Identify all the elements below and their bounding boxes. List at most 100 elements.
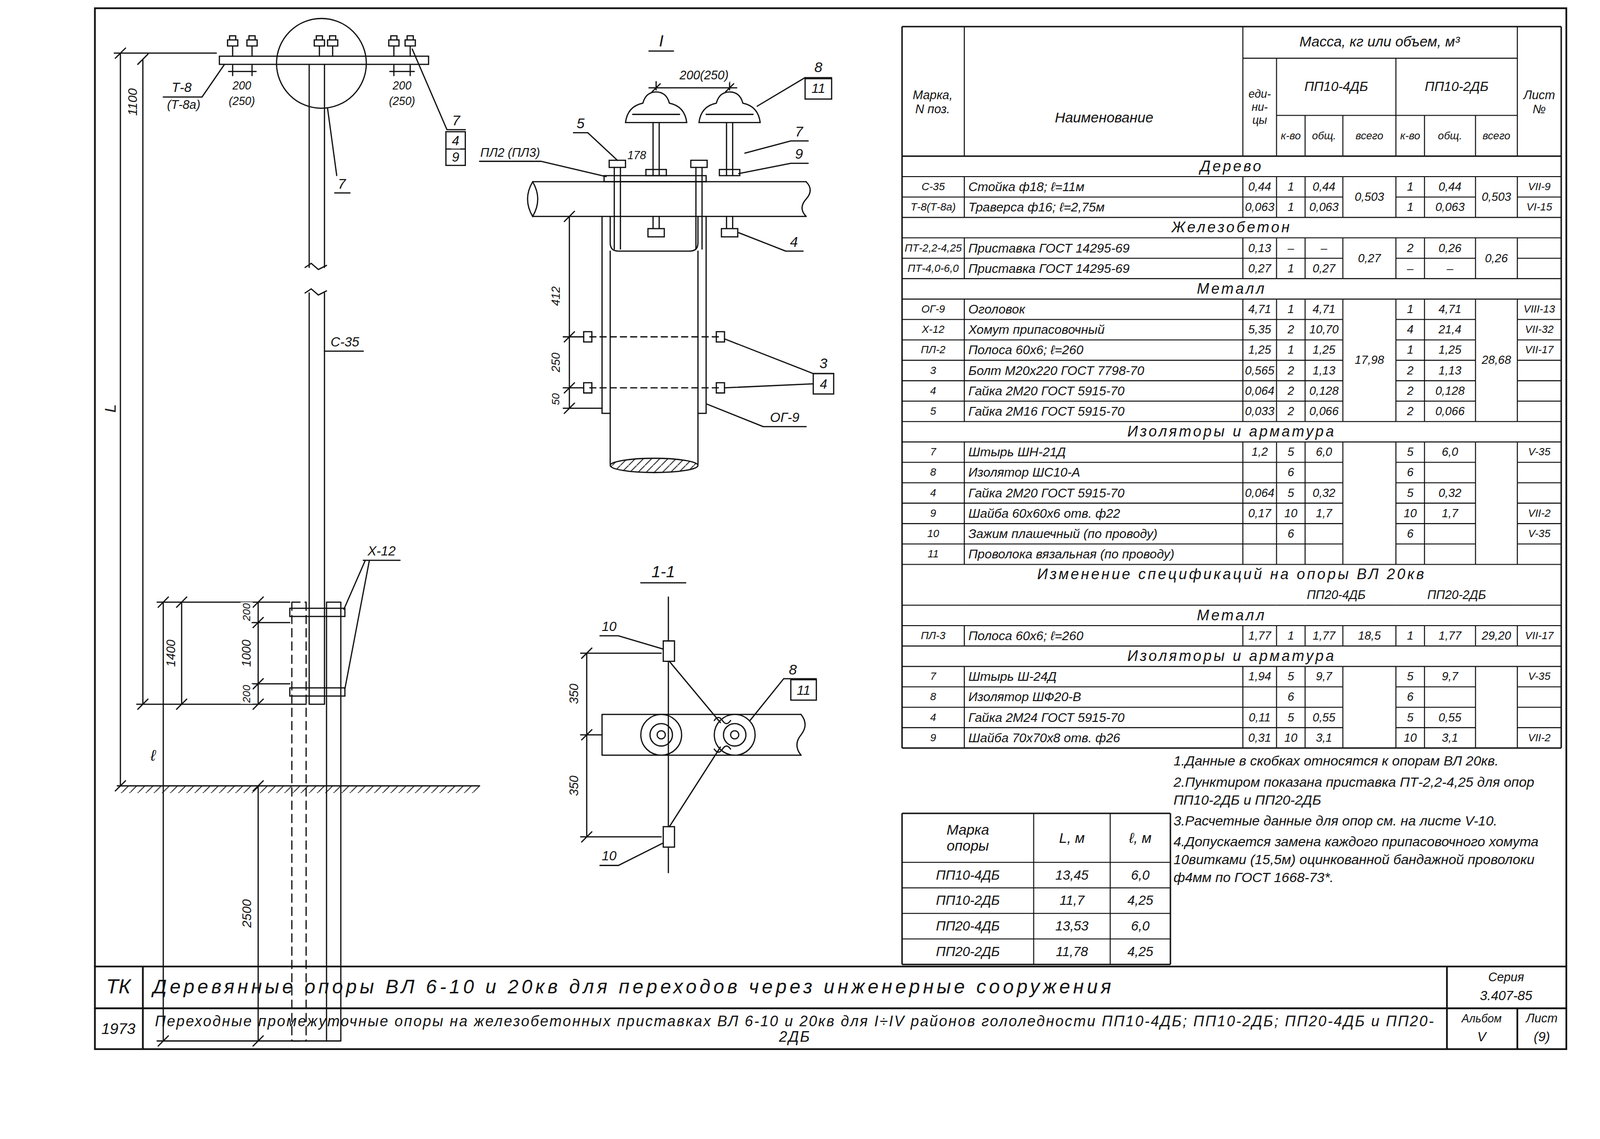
table-rule	[1475, 196, 1477, 218]
table-rule	[1343, 625, 1397, 627]
table-rule	[963, 625, 965, 646]
callout-number: 8	[787, 661, 798, 678]
table-rule	[1242, 482, 1277, 484]
table-rule	[1423, 666, 1425, 687]
part-mark: Т-8	[170, 80, 193, 96]
table-rule	[964, 706, 1243, 708]
table-cell: VII-32	[1525, 323, 1554, 336]
title-block-text: ТК	[105, 974, 131, 999]
table-cell: Гайка 2М20 ГОСТ 5915-70	[968, 383, 1125, 399]
table-rule	[1395, 318, 1425, 320]
table-cell: 8	[930, 690, 937, 703]
table-cell: 0,033	[1244, 404, 1275, 419]
table-rule	[1395, 727, 1397, 748]
table-cell: 1	[1287, 302, 1295, 316]
table-cell: 1	[1406, 343, 1414, 357]
table-rule	[1560, 26, 1562, 748]
table-rule	[963, 258, 965, 279]
table-rule	[1395, 645, 1425, 647]
table-cell: 1	[1406, 628, 1414, 643]
table-rule	[1276, 461, 1305, 463]
table-cell: 6,0	[1315, 445, 1333, 459]
table-rule	[1342, 482, 1344, 504]
table-cell: 0,44	[1312, 179, 1336, 194]
table-rule	[1423, 258, 1425, 279]
table-cell: 0,503	[1481, 190, 1512, 204]
table-rule	[1276, 216, 1305, 218]
table-rule	[1304, 216, 1343, 218]
table-cell: 7	[930, 446, 937, 459]
title-block-text: Лист	[1525, 1011, 1558, 1026]
table-cell: 3	[930, 364, 937, 377]
table-rule	[901, 963, 1171, 966]
dimension-value: 1400	[164, 638, 179, 668]
table-rule	[1242, 543, 1244, 565]
table-rule	[901, 257, 965, 259]
table-cell: 5	[1287, 669, 1295, 684]
table-rule	[1242, 176, 1244, 197]
table-rule	[1423, 687, 1425, 708]
table-rule	[964, 543, 1243, 545]
table-rule	[1304, 196, 1306, 218]
table-rule	[1242, 502, 1277, 504]
table-rule	[1395, 665, 1425, 667]
table-rule	[1395, 523, 1425, 524]
table-rule	[1242, 687, 1244, 708]
table-rule	[1032, 813, 1034, 965]
dimension-value: 200	[231, 79, 253, 93]
table-rule	[1276, 441, 1305, 443]
table-rule	[1517, 502, 1562, 504]
table-rule	[1395, 687, 1397, 708]
callout-number: 7	[793, 123, 805, 140]
table-rule	[1395, 604, 1425, 606]
table-rule	[1517, 604, 1562, 606]
table-cell: 1	[1287, 200, 1295, 214]
table-cell: 13,45	[1055, 867, 1089, 883]
table-rule	[1395, 360, 1397, 381]
table-rule	[1242, 26, 1244, 157]
table-rule	[1517, 543, 1562, 545]
table-rule	[963, 360, 965, 381]
table-rule	[1424, 686, 1476, 688]
table-rule	[1475, 380, 1477, 402]
table-rule	[1424, 380, 1476, 382]
table-cell: ПП10-4ДБ	[936, 867, 1001, 883]
table-cell: Приставка ГОСТ 14295-69	[968, 240, 1130, 255]
table-rule	[1424, 216, 1476, 218]
table-rule	[901, 686, 965, 688]
table-cell: 5	[1287, 445, 1295, 459]
table-cell: ПЛ-3	[920, 629, 946, 642]
table-rule	[1423, 523, 1425, 544]
table-cell: 4,25	[1127, 943, 1153, 960]
table-rule	[1275, 503, 1277, 524]
table-rule	[1304, 665, 1343, 667]
table-cell: 0,32	[1438, 486, 1462, 500]
table-header: ПП20-4ДБ	[1306, 587, 1366, 602]
table-cell: 0,26	[1438, 241, 1462, 255]
table-rule	[1304, 441, 1343, 443]
table-cell: Шайба 60х60х6 отв. ф22	[968, 506, 1121, 521]
table-cell: 1	[1406, 200, 1414, 214]
table-rule	[1242, 625, 1244, 646]
table-rule	[1424, 196, 1476, 198]
table-cell: 1,25	[1248, 343, 1272, 357]
table-cell: 10	[1403, 731, 1417, 745]
table-cell: 0,128	[1435, 384, 1466, 398]
table-rule	[1395, 155, 1425, 157]
table-rule	[1517, 278, 1562, 280]
table-rule	[901, 887, 1171, 889]
table-rule	[1424, 502, 1476, 504]
table-rule	[1242, 380, 1277, 382]
table-rule	[1242, 543, 1277, 545]
table-rule	[1423, 299, 1425, 320]
table-rule	[1242, 155, 1277, 157]
table-rule	[1424, 400, 1476, 402]
table-rule	[1424, 257, 1476, 259]
table-rule	[1343, 298, 1397, 300]
table-rule	[1395, 461, 1425, 463]
table-rule	[964, 441, 1243, 443]
table-rule	[1423, 115, 1425, 156]
table-rule	[1395, 625, 1425, 627]
table-rule	[1109, 813, 1111, 965]
table-cell: 0,31	[1248, 731, 1272, 745]
